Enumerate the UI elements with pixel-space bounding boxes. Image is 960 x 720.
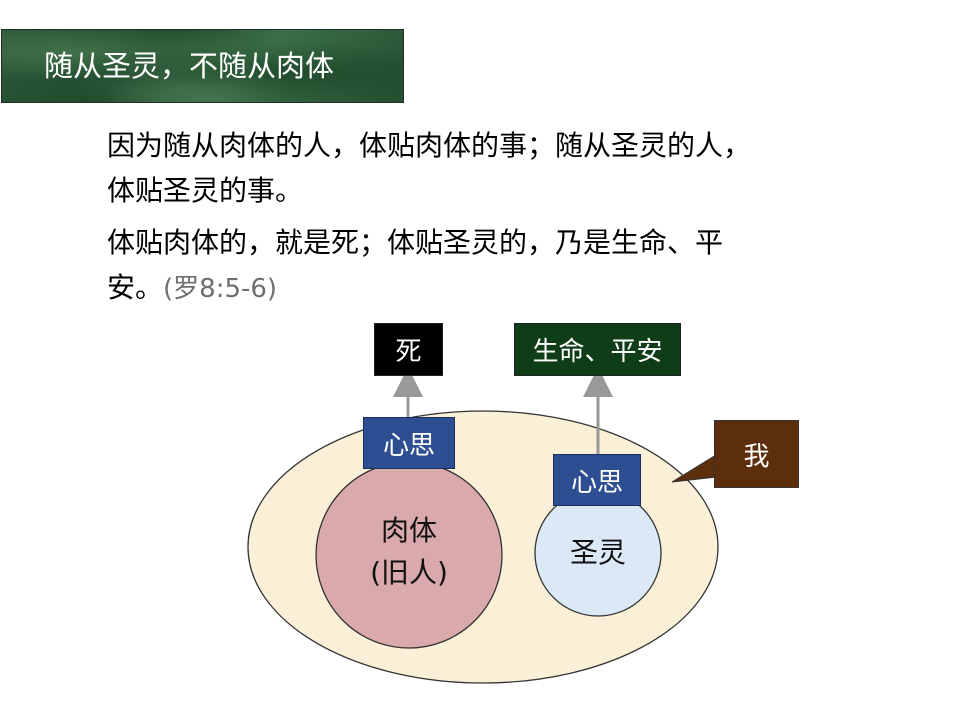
mind-box-flesh: 心思 <box>363 417 455 469</box>
verse-reference: (罗8:5-6) <box>163 274 278 304</box>
verse-line-2: 体贴圣灵的事。 <box>107 174 304 207</box>
slide-title: 随从圣灵，不随从肉体 <box>1 29 404 103</box>
flesh-label: 肉体 (旧人) <box>349 510 469 594</box>
mind-box-spirit: 心思 <box>553 454 641 506</box>
death-box: 死 <box>374 323 443 376</box>
flesh-label-sub: (旧人) <box>370 556 448 589</box>
spirit-label: 圣灵 <box>569 536 626 569</box>
verse-line-4: 安。(罗8:5-6) <box>107 263 277 314</box>
verse-line-1: 因为随从肉体的人，体贴肉体的事；随从圣灵的人， <box>107 129 752 162</box>
verse-line-3: 体贴肉体的，就是死；体贴圣灵的，乃是生命、平 <box>107 226 724 259</box>
verse-line-4-text: 安。 <box>107 271 164 304</box>
self-box: 我 <box>714 420 799 488</box>
flesh-label-main: 肉体 <box>380 514 437 547</box>
life-peace-box: 生命、平安 <box>514 323 681 376</box>
self-callout-pointer <box>671 454 717 483</box>
